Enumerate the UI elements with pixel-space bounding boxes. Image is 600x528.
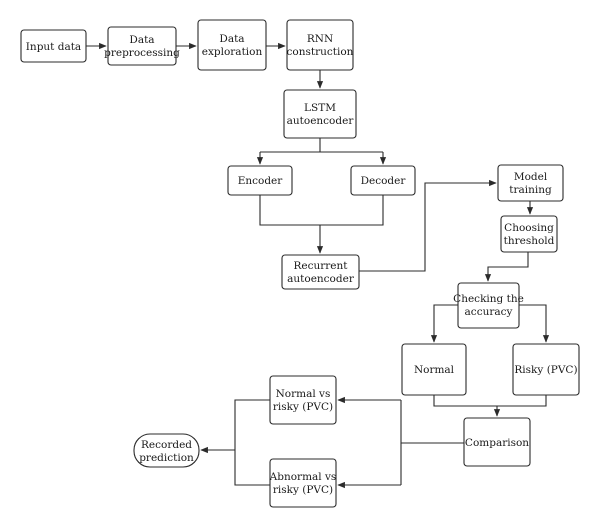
node-label-line: Choosing xyxy=(504,222,554,234)
edge-accuracy-to-risky xyxy=(519,304,550,343)
svg-text:Decoder: Decoder xyxy=(361,175,407,187)
node-label-line: Decoder xyxy=(361,175,407,187)
svg-text:Encoder: Encoder xyxy=(238,175,284,187)
node-label-line: Encoder xyxy=(238,175,284,187)
node-label-line: training xyxy=(509,184,552,196)
node-label-line: LSTM xyxy=(304,102,336,114)
node-comparison: Comparison xyxy=(463,417,531,467)
node-label-line: Risky (PVC) xyxy=(514,364,577,376)
node-encoder: Encoder xyxy=(227,165,293,196)
edge-threshold-to-accuracy xyxy=(484,252,529,282)
edge-normal-risky-merge xyxy=(433,395,547,407)
node-label-line: Input data xyxy=(26,41,81,53)
node-decoder: Decoder xyxy=(350,165,416,196)
node-label-line: Model xyxy=(514,171,548,183)
node-risky-pvc: Risky (PVC) xyxy=(512,343,580,396)
node-label-line: accuracy xyxy=(465,306,513,318)
node-label-line: Normal xyxy=(414,364,455,376)
node-label-line: prediction xyxy=(139,452,194,464)
node-label-line: Recurrent xyxy=(294,260,349,272)
edge-accuracy-split xyxy=(430,304,458,343)
node-label-line: Data xyxy=(129,34,154,46)
node-label-line: Normal vs xyxy=(276,388,331,400)
node-label-line: preprocessing xyxy=(104,47,180,59)
node-normal: Normal xyxy=(401,343,467,396)
node-label-line: autoencoder xyxy=(287,273,355,285)
edge-encoder-decoder-merge xyxy=(259,195,384,226)
edge-outputs-collect xyxy=(234,399,270,486)
svg-text:Comparison: Comparison xyxy=(465,437,529,449)
node-label-line: Comparison xyxy=(465,437,529,449)
node-label-line: Checking the xyxy=(453,293,524,305)
node-label-line: construction xyxy=(287,46,354,58)
node-label-line: Data xyxy=(219,33,244,45)
node-label: Input data xyxy=(26,41,81,53)
node-label-line: risky (PVC) xyxy=(273,401,333,413)
edge-lstm-split xyxy=(260,138,383,153)
node-label-line: autoencoder xyxy=(287,115,355,127)
node-label-line: Abnormal vs xyxy=(269,471,337,483)
node-label-line: exploration xyxy=(202,46,263,58)
node-label-line: RNN xyxy=(307,33,333,45)
node-label-line: threshold xyxy=(504,235,555,247)
node-label-line: Recorded xyxy=(141,439,192,451)
svg-text:Risky (PVC): Risky (PVC) xyxy=(514,364,577,376)
node-label-line: risky (PVC) xyxy=(273,484,333,496)
node-input-data: Input data xyxy=(20,29,87,63)
svg-text:Normal: Normal xyxy=(414,364,455,376)
edge-recurrent-to-training xyxy=(359,179,497,272)
connectors xyxy=(86,42,550,489)
